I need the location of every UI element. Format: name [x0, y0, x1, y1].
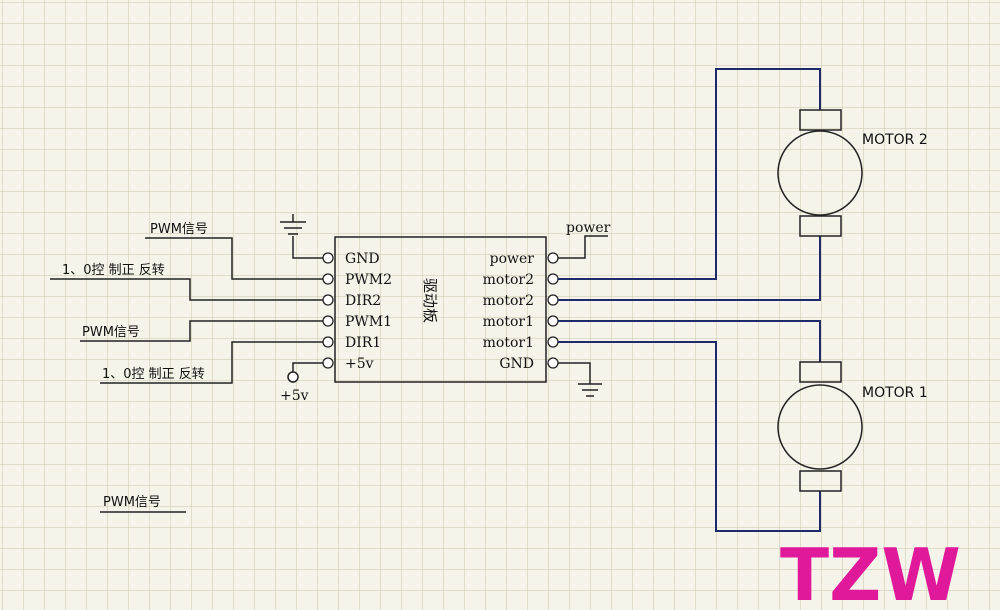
motor-2-label: MOTOR 2 [862, 132, 928, 148]
board-name: 驱动板 [421, 278, 439, 323]
label-pwm-mid: PWM信号 [82, 325, 140, 340]
pin-5v [322, 357, 334, 369]
right-supply [558, 235, 608, 397]
pin-motor2-a [547, 273, 559, 285]
pin-label-pwm1: PWM1 [345, 314, 392, 330]
pin-gnd-left [322, 252, 334, 264]
pin-label-motor1-a: motor1 [483, 314, 534, 330]
left-pins: GND PWM2 DIR2 PWM1 DIR1 +5v [322, 251, 392, 372]
pin-label-motor1-b: motor1 [483, 335, 534, 351]
motor-1: MOTOR 1 [777, 361, 928, 492]
pin-label-pwm2: PWM2 [345, 272, 392, 288]
left-wiring [50, 214, 323, 384]
pin-label-5v: +5v [345, 356, 374, 372]
driver-board [334, 236, 547, 383]
watermark-text: TZW [780, 533, 961, 610]
pin-pwm2 [322, 273, 334, 285]
pin-motor1-a [547, 315, 559, 327]
pin-label-dir2: DIR2 [345, 293, 381, 309]
motor-1-label: MOTOR 1 [862, 385, 928, 401]
pin-dir1 [322, 336, 334, 348]
label-dir-top: 1、0控 制正 反转 [62, 263, 165, 278]
pin-label-gnd: GND [345, 251, 380, 267]
label-pwm-lone: PWM信号 [103, 495, 161, 510]
label-pwm-top: PWM信号 [150, 222, 208, 237]
pin-dir2 [322, 294, 334, 306]
right-pins: power motor2 motor2 motor1 motor1 GND [483, 251, 559, 372]
label-dir-bottom: 1、0控 制正 反转 [102, 367, 205, 382]
pin-power [547, 252, 559, 264]
pin-label-motor2-b: motor2 [483, 293, 534, 309]
pin-motor2-b [547, 294, 559, 306]
label-5v: +5v [280, 388, 309, 404]
pin-label-motor2-a: motor2 [483, 272, 534, 288]
motor-2: MOTOR 2 [777, 109, 928, 237]
pin-label-gnd-right: GND [499, 356, 534, 372]
pin-gnd-right [547, 357, 559, 369]
label-power: power [566, 220, 611, 236]
pin-motor1-b [547, 336, 559, 348]
motor-wiring [558, 68, 821, 532]
pin-label-dir1: DIR1 [345, 335, 381, 351]
pin-label-power: power [490, 251, 535, 267]
pin-pwm1 [322, 315, 334, 327]
